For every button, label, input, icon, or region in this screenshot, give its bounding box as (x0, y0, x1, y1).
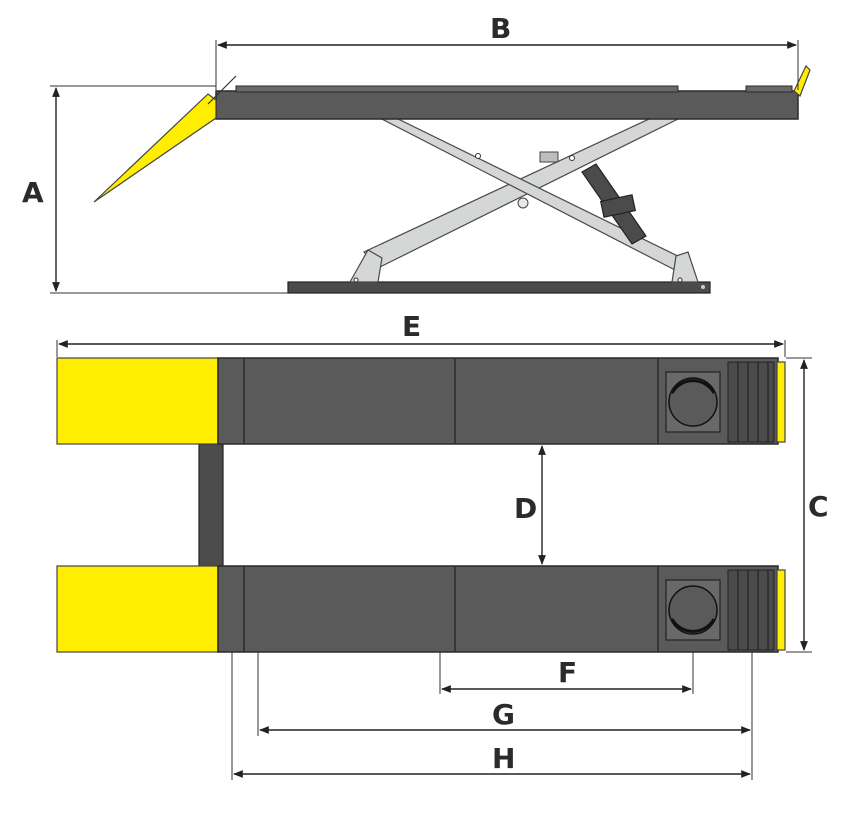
lower-turntable-arc (670, 618, 716, 633)
side-ramp-hinge-lever (207, 75, 237, 105)
upper-turntable-icon (668, 377, 718, 427)
scissor-arm-front (375, 115, 692, 271)
dim-label-a: A (22, 176, 44, 209)
scissor-bracket (539, 151, 559, 163)
side-wheel-stop (793, 64, 811, 97)
top-view (56, 357, 786, 653)
side-platform-rail (235, 85, 679, 93)
dim-label-f: F (558, 656, 577, 689)
dim-label-d: D (514, 492, 537, 525)
scissor-bolt-3 (353, 277, 359, 283)
scissor-bolt-2 (569, 155, 575, 161)
dim-label-e: E (402, 310, 421, 343)
dimension-labels: A B E C D F G H (22, 12, 829, 775)
upper-ramp (56, 357, 219, 445)
side-platform-lip (745, 85, 793, 93)
dim-label-g: G (492, 698, 515, 731)
top-crossbar (198, 443, 224, 569)
side-top-platform (215, 90, 799, 120)
lower-end-grille (727, 569, 775, 651)
side-base-plate (287, 281, 711, 294)
side-entry-ramp (93, 93, 217, 203)
top-track-upper (56, 357, 786, 445)
upper-end-grille (727, 361, 775, 443)
lower-end-stop (776, 569, 786, 651)
scissor-foot-right (671, 251, 699, 283)
lower-ramp (56, 565, 219, 653)
upper-turntable-arc (670, 379, 716, 394)
side-view (93, 64, 811, 294)
lower-turntable-icon (668, 585, 718, 635)
dim-label-c: C (808, 490, 829, 523)
dim-label-h: H (492, 742, 515, 775)
side-base-bolt (701, 285, 705, 289)
hydraulic-cylinder-cap (599, 194, 637, 218)
scissor-bolt-4 (677, 277, 683, 283)
scissor-bolt-1 (475, 153, 481, 159)
upper-end-stop (776, 361, 786, 443)
dim-label-b: B (490, 12, 511, 45)
dimension-lines (50, 40, 812, 780)
scissor-foot-left (348, 249, 383, 283)
scissor-pivot (517, 197, 529, 209)
top-track-lower (56, 565, 786, 653)
